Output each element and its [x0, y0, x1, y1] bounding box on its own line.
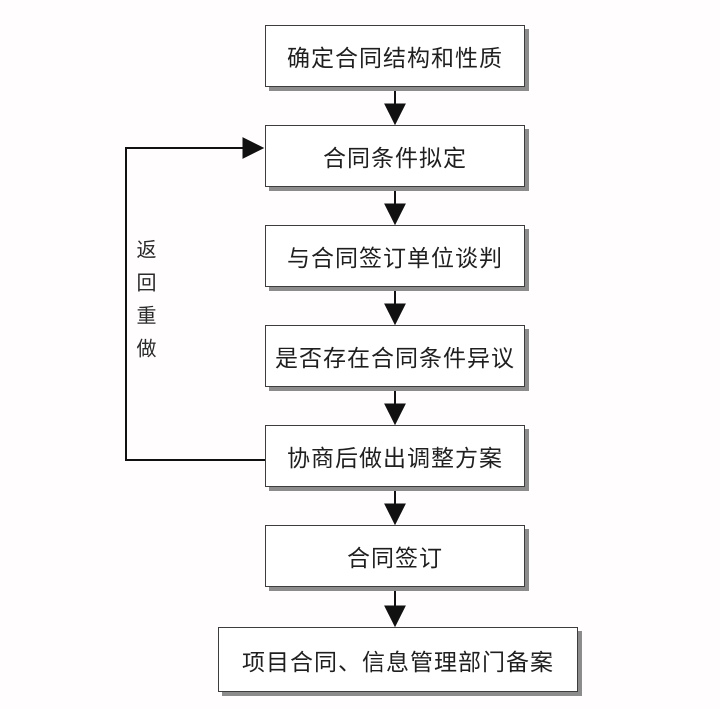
- flow-node-determine-structure: 确定合同结构和性质: [265, 25, 525, 87]
- flow-node-sign-contract: 合同签订: [265, 525, 525, 587]
- flow-node-draft-conditions: 合同条件拟定: [265, 125, 525, 187]
- flow-node-filing: 项目合同、信息管理部门备案: [218, 627, 578, 692]
- flow-node-label: 合同条件拟定: [323, 146, 467, 172]
- flow-node-label: 合同签订: [347, 546, 443, 572]
- flow-node-negotiate: 与合同签订单位谈判: [265, 225, 525, 287]
- flow-node-label: 是否存在合同条件异议: [275, 346, 515, 372]
- flow-node-objection-check: 是否存在合同条件异议: [265, 325, 525, 387]
- flow-node-label: 确定合同结构和性质: [287, 46, 503, 72]
- flow-node-label: 项目合同、信息管理部门备案: [242, 649, 554, 676]
- flow-node-label: 协商后做出调整方案: [287, 446, 503, 472]
- flow-node-label: 与合同签订单位谈判: [287, 246, 503, 272]
- loop-back-label: 返回重做: [133, 239, 157, 371]
- flow-node-adjustment-plan: 协商后做出调整方案: [265, 425, 525, 487]
